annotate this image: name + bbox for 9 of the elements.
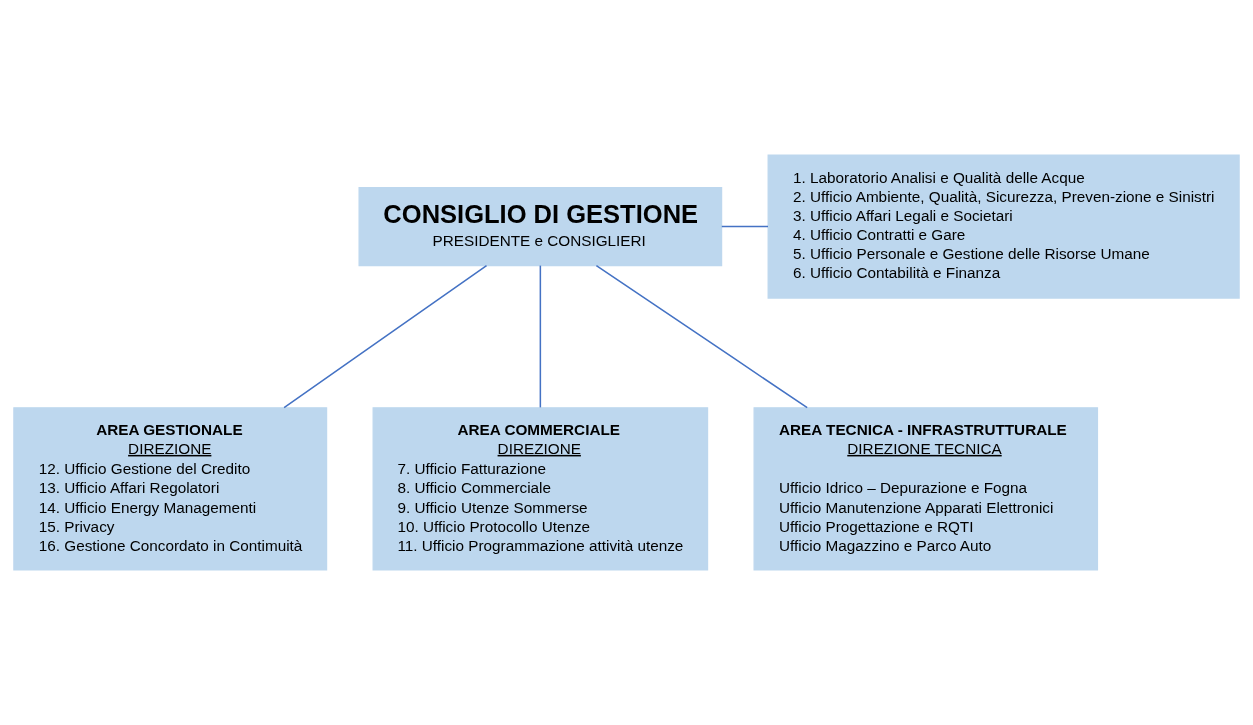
node-box: CONSIGLIO DI GESTIONE PRESIDENTE e CONSIGLIERI [358,187,723,267]
node-box: AREA COMMERCIALE DIREZIONE 7. Ufficio Fatturazione 8. Ufficio Commerciale 9. Ufficio Utenze Sommerse 10. Ufficio Protocollo Utenze 11. Ufficio Programmazione attività utenze [372,407,709,571]
connector [283,264,488,409]
node-box: 1. Laboratorio Analisi e Qualità delle Acque 2. Ufficio Ambiente, Qualità, Sicurezza, Preven-zione e Sinistri 3. Ufficio Affari Legali e Societari 4. Ufficio Contratti e Gare 5. Ufficio Personale e Gestione delle Risorse Umane 6. Ufficio Contabilità e Finanza [767,154,1240,299]
node-box: AREA GESTIONALE DIREZIONE 12. Ufficio Gestione del Credito 13. Ufficio Affari Regolatori 14. Ufficio Energy Managementi 15. Privacy 16. Gestione Concordato in Contimuità [13,407,328,571]
connector [595,264,808,409]
connector [539,264,542,409]
node-box: AREA TECNICA - INFRASTRUTTURALE DIREZIONE TECNICA Ufficio Idrico – Depurazione e Fogna Ufficio Manutenzione Apparati Elettronici Ufficio Progettazione e RQTI Ufficio Magazzino e Parco Auto [753,407,1099,571]
connector [721,225,769,228]
